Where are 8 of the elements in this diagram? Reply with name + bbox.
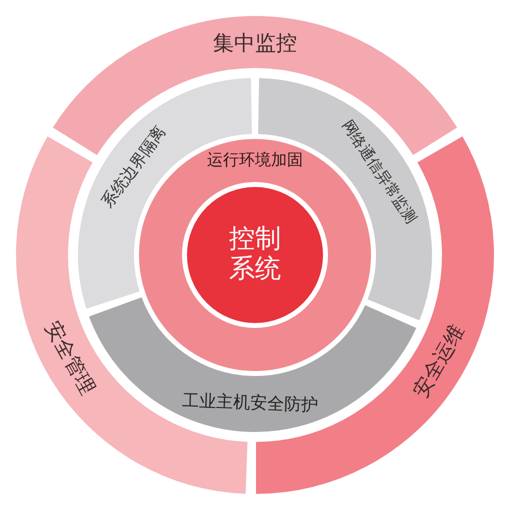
segment-label: 安全运维 [408, 320, 469, 402]
segment-label: 集中监控 [213, 30, 297, 56]
segment-label: 安全管理 [40, 317, 100, 398]
segment-label: 运行环境加固 [207, 150, 303, 170]
segment-label: 系统边界隔离 [98, 123, 170, 212]
segment-label: 工业主机安全防护 [182, 392, 318, 416]
segment-label: 网络通信异常监测 [338, 117, 420, 226]
segment-label: 控制系统 [228, 225, 282, 285]
